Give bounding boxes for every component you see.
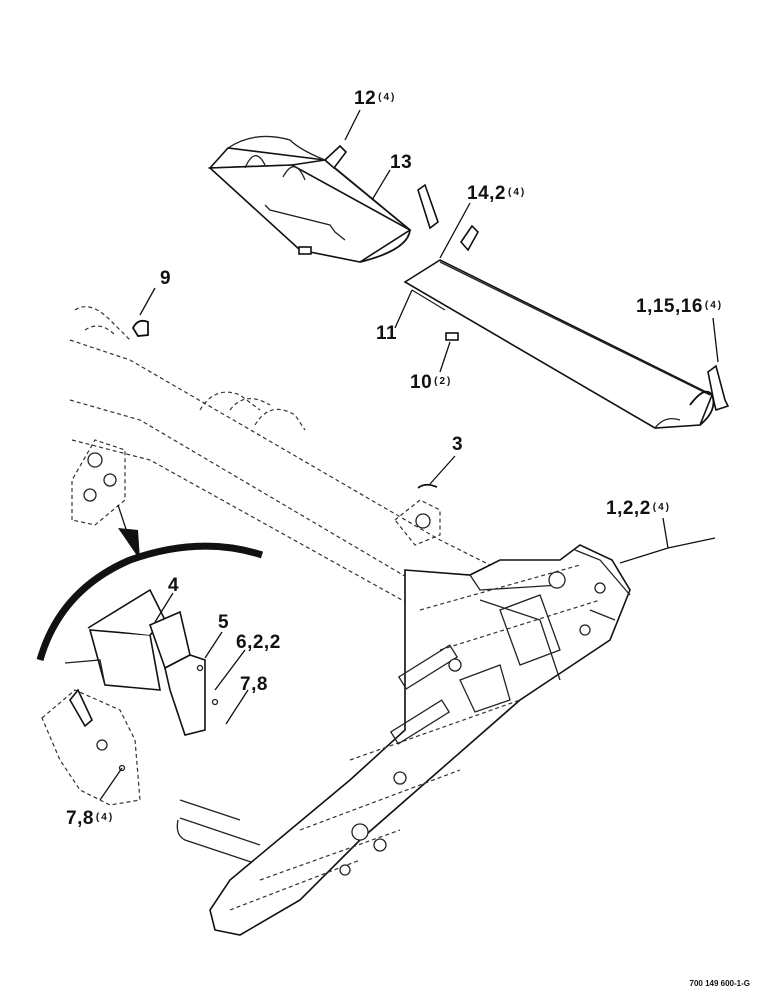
detail-arrow xyxy=(36,504,264,661)
callout-5: 5 xyxy=(218,612,230,633)
callout-7-8-qty: 7,8(4) xyxy=(66,808,115,829)
callout-4: 4 xyxy=(168,575,180,596)
callout-7-8: 7,8 xyxy=(240,674,268,695)
callout-1-2-2: 1,2,2(4) xyxy=(606,498,671,519)
lower-frame-body xyxy=(176,544,631,936)
detail-brackets xyxy=(41,588,219,806)
main-frame xyxy=(69,306,561,611)
shield-11 xyxy=(403,259,715,429)
callout-11: 11 xyxy=(376,323,398,344)
callout-12: 12(4) xyxy=(354,88,397,109)
callout-6-2-2: 6,2,2 xyxy=(236,632,281,653)
callout-9: 9 xyxy=(160,268,172,289)
leader-lines xyxy=(99,109,719,801)
callout-10: 10(2) xyxy=(410,372,453,393)
callout-1-15-16: 1,15,16(4) xyxy=(636,296,724,317)
callout-13: 13 xyxy=(390,152,413,173)
document-number: 700 149 600-1-G xyxy=(689,979,751,988)
callout-3: 3 xyxy=(452,434,464,455)
upper-shield-13 xyxy=(208,135,412,263)
bolt-pins xyxy=(323,144,730,412)
callout-14-2: 14,2(4) xyxy=(467,183,527,204)
